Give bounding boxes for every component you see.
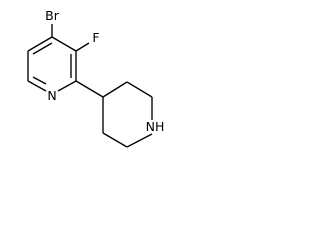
piperidine-nitrogen-label: NH [146, 119, 165, 134]
bond-pip-c4-c3 [102, 81, 128, 98]
chemical-structure-diagram: Br F N NH [27, 8, 165, 148]
bond-c5-c4 [27, 36, 53, 52]
bond-c3-f [75, 42, 90, 52]
fluorine-atom-label: F [92, 30, 99, 45]
bond-pip-c3-c2 [126, 81, 153, 98]
bond-pip-n-c6 [126, 133, 153, 148]
bond-c2-c4prime [75, 80, 104, 98]
bond-c5-c4-inner [32, 42, 53, 55]
pyridine-nitrogen-label: N [47, 88, 56, 103]
bond-n1-c6 [27, 80, 47, 92]
bromine-atom-label: Br [45, 8, 60, 23]
bond-pip-c6-c5 [102, 132, 128, 148]
bond-c4-c3 [51, 36, 77, 52]
bond-c2-n1 [57, 80, 77, 92]
pyridine-ring [27, 36, 77, 92]
piperidine-ring [102, 81, 153, 148]
bond-n1-c6-inner [32, 76, 47, 85]
